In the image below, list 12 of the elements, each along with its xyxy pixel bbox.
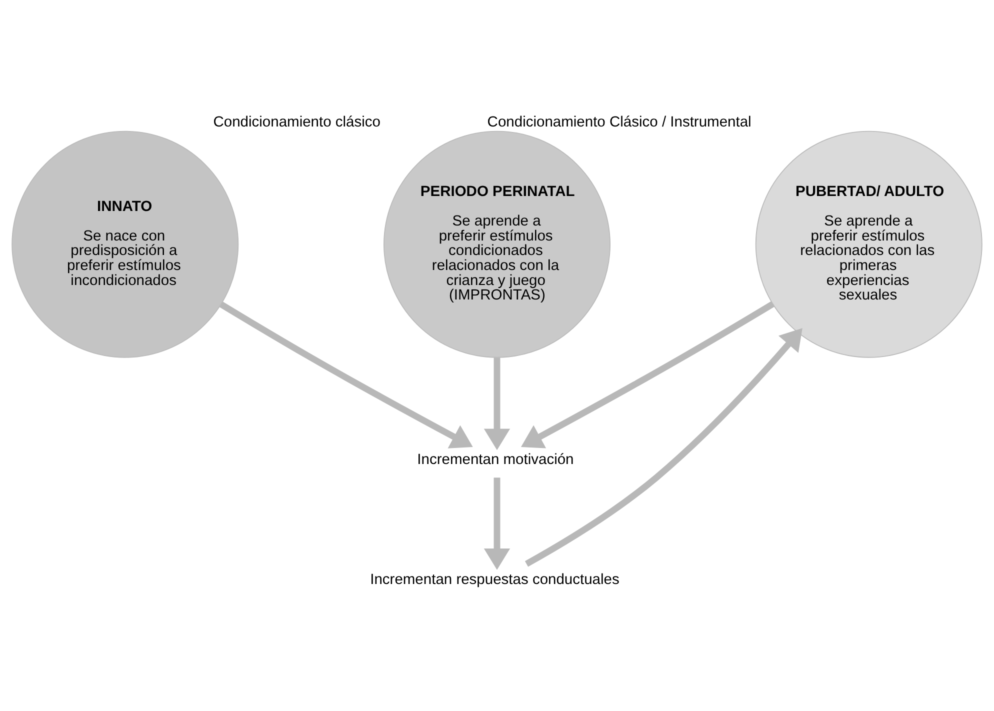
node-circle: PUBERTAD/ ADULTO Se aprende a preferir estímulos relacionados con las primeras experiencias sexuales (755, 130, 982, 358)
node-text: Incrementan motivación (417, 452, 574, 468)
arrow (520, 300, 774, 448)
arrow (220, 301, 473, 448)
arrow (524, 328, 802, 566)
arrow (484, 477, 510, 570)
node-label: Condicionamiento clásico (213, 114, 381, 130)
node-circle: INNATO Se nace con predisposición a preferir estímulos incondicionados (12, 130, 239, 358)
node-circle: PERIODO PERINATAL Se aprende a preferir estímulos condicionados relacionados con la crianza y juego (IMPRONTAS) (384, 130, 610, 358)
arrow (484, 357, 510, 450)
node-text: Incrementan respuestas conductuales (370, 572, 620, 588)
node-label: Condicionamiento Clásico / Instrumental (487, 114, 752, 130)
